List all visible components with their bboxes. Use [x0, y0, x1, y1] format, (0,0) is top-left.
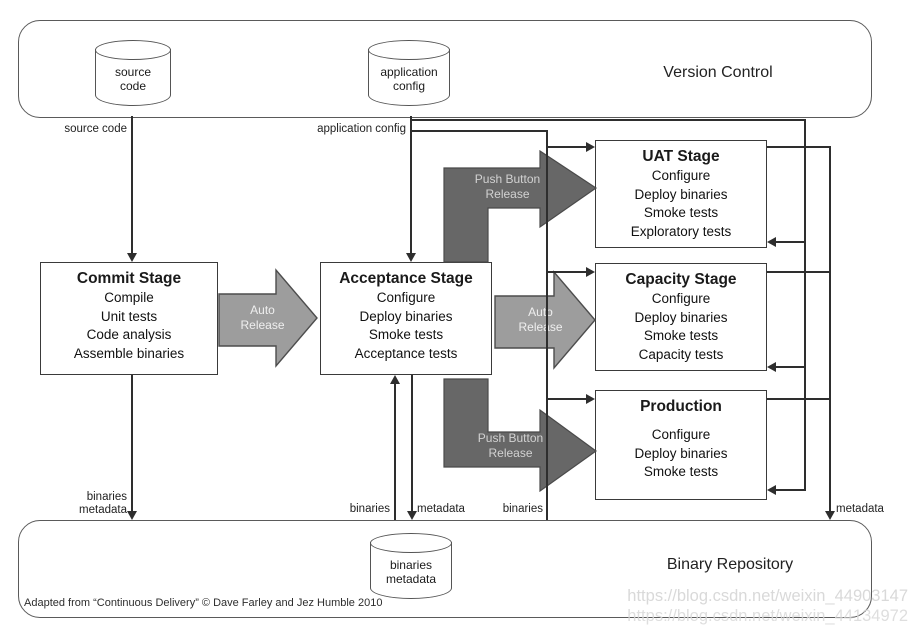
line-into-uat: [546, 146, 588, 148]
source-code-cylinder-label: source code: [114, 65, 152, 93]
stage-title: Commit Stage: [76, 270, 182, 287]
line-into-capacity: [546, 271, 588, 273]
stage-item: Deploy binaries: [634, 309, 728, 325]
line-config-right-vertical: [804, 119, 806, 491]
watermark-line-1: https://blog.csdn.net/weixin_44903147: [627, 587, 908, 605]
binaries-metadata-cylinder-label: binaries metadata: [385, 558, 437, 586]
stage-capacity: Capacity Stage Configure Deploy binaries…: [595, 263, 767, 371]
line-metadata-right-vertical: [829, 146, 831, 513]
arrow-head-into-acceptance: [406, 253, 416, 262]
stage-title: Production: [640, 398, 722, 415]
source-code-cylinder: source code: [95, 40, 171, 106]
stage-item: Configure: [651, 168, 711, 183]
stage-acceptance: Acceptance Stage Configure Deploy binari…: [320, 262, 492, 375]
line-feedback-production: [776, 489, 806, 491]
stage-title: UAT Stage: [642, 148, 720, 165]
line-feedback-capacity: [776, 366, 806, 368]
arrow-head-metadata-into-repository: [407, 511, 417, 520]
line-source-code-down: [131, 116, 133, 255]
stage-item: Deploy binaries: [634, 445, 728, 461]
line-uat-metadata-out: [767, 146, 831, 148]
line-application-config-down: [410, 116, 412, 255]
arrow-head-into-production: [586, 394, 595, 404]
flow-label-acceptance-metadata: metadata: [417, 503, 465, 515]
stage-item: Configure: [651, 291, 711, 306]
stage-uat: UAT Stage Configure Deploy binaries Smok…: [595, 140, 767, 248]
binary-repository-title: Binary Repository: [666, 556, 794, 573]
cylinder-top-ellipse: [95, 40, 171, 60]
stage-title: Capacity Stage: [625, 271, 737, 288]
flow-label-source-code: source code: [64, 123, 127, 135]
line-into-production: [546, 398, 588, 400]
stage-item: Acceptance tests: [354, 345, 458, 361]
stage-item: Capacity tests: [638, 346, 724, 362]
line-production-metadata-out: [767, 398, 831, 400]
auto-release-arrow-label: Auto Release: [240, 303, 285, 332]
line-acceptance-metadata-down: [411, 375, 413, 513]
arrow-head-into-uat: [586, 142, 595, 152]
stage-item: Deploy binaries: [634, 186, 728, 202]
arrow-head-into-commit: [127, 253, 137, 262]
auto-release-arrow-commit-to-acceptance: [218, 268, 319, 368]
binaries-metadata-cylinder: binaries metadata: [370, 533, 452, 599]
arrow-head-into-acceptance-bottom: [390, 375, 400, 384]
cylinder-top-ellipse: [368, 40, 450, 60]
stage-item: Code analysis: [86, 327, 172, 342]
stage-item: Compile: [104, 290, 154, 305]
application-config-cylinder: application config: [368, 40, 450, 106]
arrow-head-feedback-uat: [767, 237, 776, 247]
line-binaries-trunk: [546, 130, 548, 520]
arrow-head-feedback-capacity: [767, 362, 776, 372]
line-feedback-uat: [776, 241, 806, 243]
stage-item: Smoke tests: [368, 327, 444, 342]
stage-item: Smoke tests: [643, 205, 719, 220]
stage-commit: Commit Stage Compile Unit tests Code ana…: [40, 262, 218, 375]
watermark-line-2: https://blog.csdn.net/weixin_44134972: [627, 607, 908, 625]
arrow-head-into-repository-left: [127, 511, 137, 520]
line-config-top-horizontal: [410, 119, 806, 121]
stage-title: Acceptance Stage: [339, 270, 473, 287]
arrow-head-metadata-right-into-repository: [825, 511, 835, 520]
version-control-title: Version Control: [663, 64, 773, 81]
flow-label-commit-output: binaries metadata: [79, 491, 127, 516]
application-config-cylinder-label: application config: [380, 65, 438, 93]
stage-item: Smoke tests: [643, 328, 719, 343]
line-trunk-top-horizontal: [410, 130, 548, 132]
stage-item: Configure: [376, 290, 436, 305]
line-commit-to-repository: [131, 375, 133, 513]
line-capacity-metadata-out: [767, 271, 831, 273]
auto-release-arrow-label: Auto Release: [518, 305, 563, 334]
auto-release-arrow-acceptance-to-capacity: [494, 270, 597, 370]
stage-item: Exploratory tests: [630, 223, 732, 239]
flow-label-acceptance-binaries: binaries: [349, 503, 390, 515]
stage-item: Unit tests: [100, 308, 158, 324]
line-binaries-up-to-acceptance: [394, 382, 396, 520]
push-button-release-arrow-label: Push Button Release: [477, 431, 544, 460]
flow-label-right-metadata: metadata: [836, 503, 884, 515]
attribution-text: Adapted from “Continuous Delivery” © Dav…: [24, 597, 383, 609]
push-button-release-arrow-to-uat: [443, 150, 598, 263]
arrow-head-feedback-production: [767, 485, 776, 495]
stage-production: Production Configure Deploy binaries Smo…: [595, 390, 767, 500]
stage-item: Configure: [651, 427, 711, 442]
push-button-release-arrow-label: Push Button Release: [474, 172, 541, 201]
stage-item: Smoke tests: [643, 464, 719, 479]
flow-label-trunk-binaries: binaries: [502, 503, 543, 515]
flow-label-application-config: application config: [317, 123, 406, 135]
stage-item: Deploy binaries: [359, 308, 453, 324]
push-button-release-arrow-to-production: [443, 378, 598, 492]
arrow-head-into-capacity: [586, 267, 595, 277]
cylinder-top-ellipse: [370, 533, 452, 553]
stage-item: Assemble binaries: [73, 345, 185, 361]
